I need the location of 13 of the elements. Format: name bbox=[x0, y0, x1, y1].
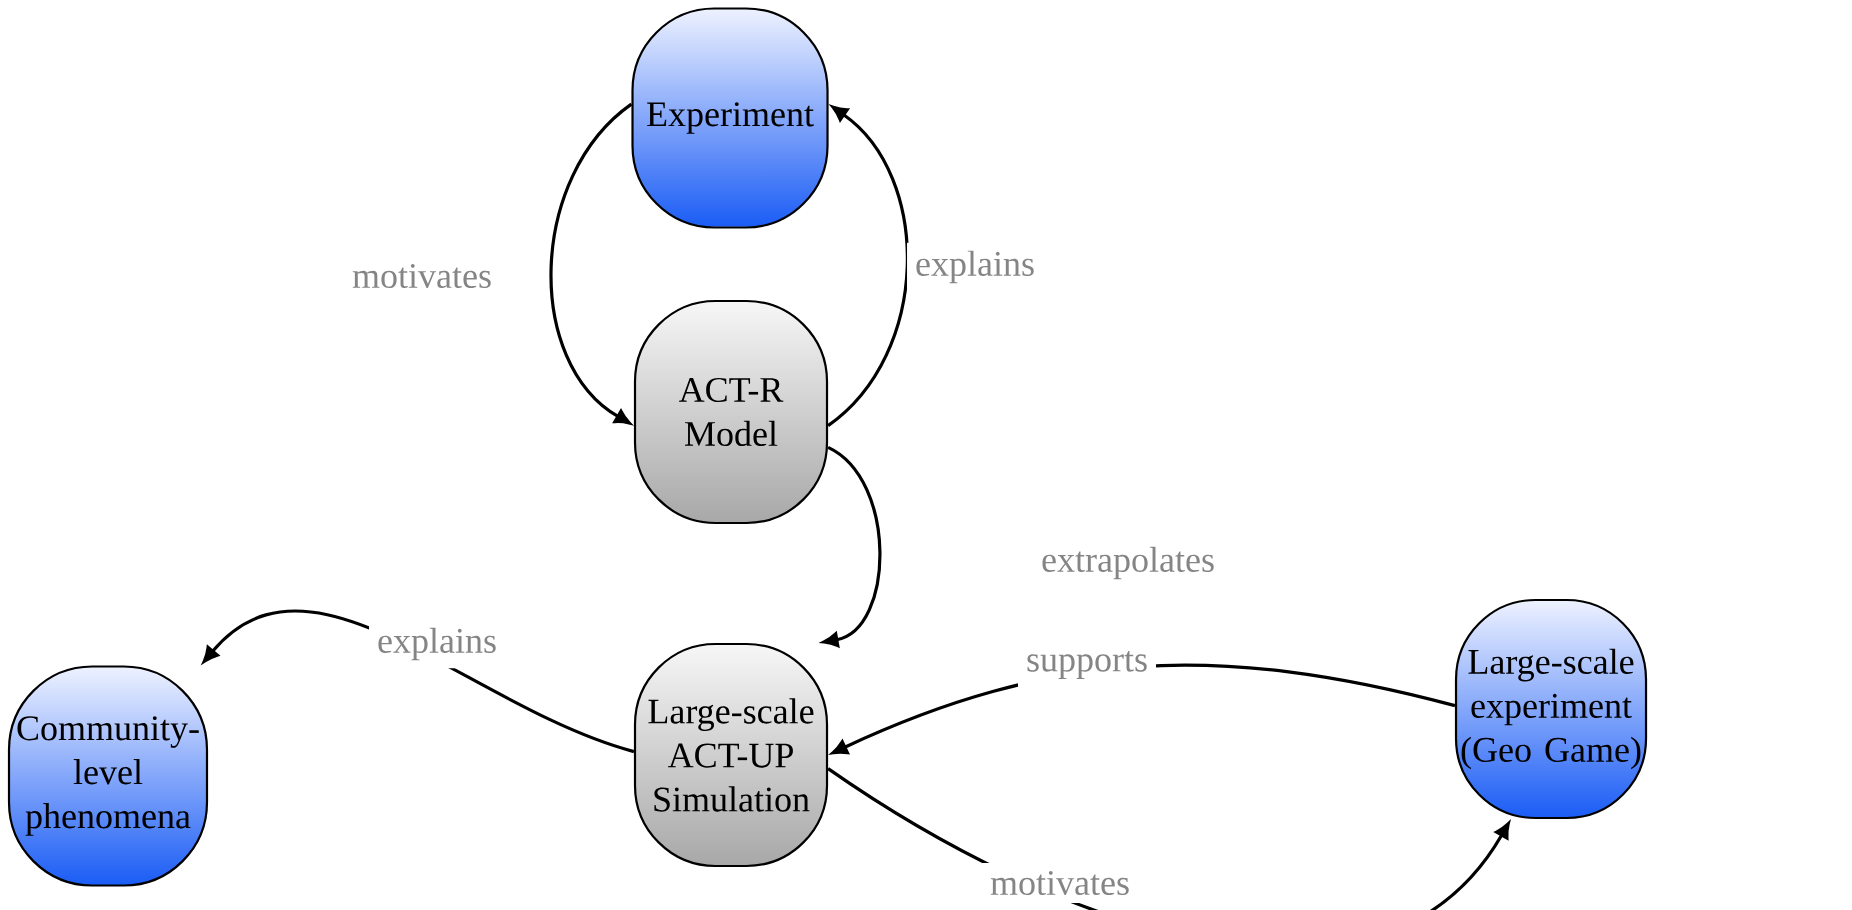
edge-label: explains bbox=[369, 619, 505, 669]
arrow bbox=[549, 102, 633, 425]
process-box: ACT-R Model bbox=[633, 299, 829, 525]
edge-label: motivates bbox=[344, 255, 500, 297]
edge-label: explains bbox=[907, 242, 1043, 292]
edge-label: supports bbox=[1018, 643, 1156, 687]
process-box: Community-level phenomena bbox=[7, 665, 209, 887]
edge-label: extrapolates bbox=[1033, 538, 1223, 588]
arrow bbox=[827, 105, 909, 427]
process-box: Large-scale ACT-UP Simulation bbox=[633, 642, 829, 868]
process-box: Experiment bbox=[631, 7, 829, 229]
edge-label: motivates bbox=[982, 862, 1138, 904]
process-box: Large-scale experiment (Geo Game) bbox=[1454, 598, 1648, 820]
